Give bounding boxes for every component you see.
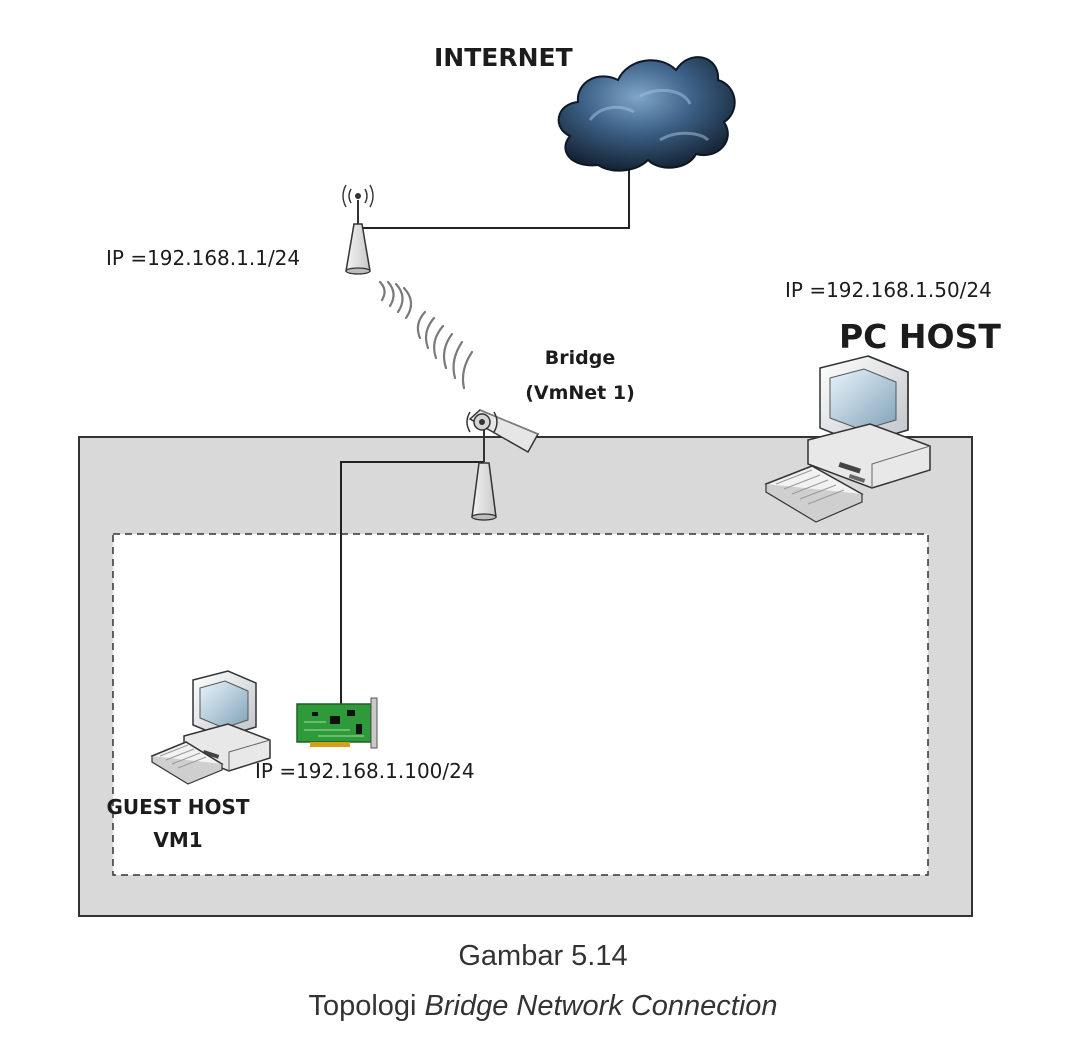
- network-card-icon: [296, 697, 378, 749]
- bridge-adapter-icon: [466, 409, 540, 521]
- pc-host-label: PC HOST: [839, 317, 1001, 356]
- figure-title: Topologi Bridge Network Connection: [308, 990, 777, 1022]
- figure-number: Gambar 5.14: [458, 940, 627, 972]
- internet-label: INTERNET: [434, 43, 573, 72]
- bridge-label: Bridge: [545, 347, 615, 369]
- wireless-signal-icon: [378, 280, 474, 390]
- guest-host-label: GUEST HOST: [106, 795, 249, 819]
- guest-ip-label: IP =192.168.1.100/24: [255, 759, 475, 783]
- guest-host-computer-icon: [150, 670, 271, 785]
- cloud-icon: [557, 56, 736, 172]
- bridge-vmnet-label: (VmNet 1): [525, 382, 635, 404]
- internet-link-line: [358, 165, 630, 229]
- figure-title-plain: Topologi: [308, 990, 424, 1022]
- pc-host-ip-label: IP =192.168.1.50/24: [785, 278, 992, 302]
- bridge-to-nic-line: [340, 461, 484, 704]
- guest-vm-label: VM1: [153, 828, 202, 852]
- pc-host-computer-icon: [764, 355, 931, 523]
- router-ip-label: IP =192.168.1.1/24: [106, 246, 300, 270]
- figure-title-italic: Bridge Network Connection: [425, 990, 778, 1022]
- router-icon: [342, 184, 374, 275]
